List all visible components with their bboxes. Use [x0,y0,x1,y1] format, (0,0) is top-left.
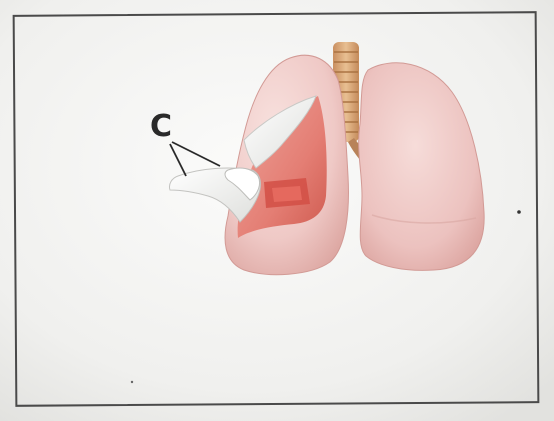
label-c: C [150,112,172,142]
lung-right-image [359,63,485,271]
